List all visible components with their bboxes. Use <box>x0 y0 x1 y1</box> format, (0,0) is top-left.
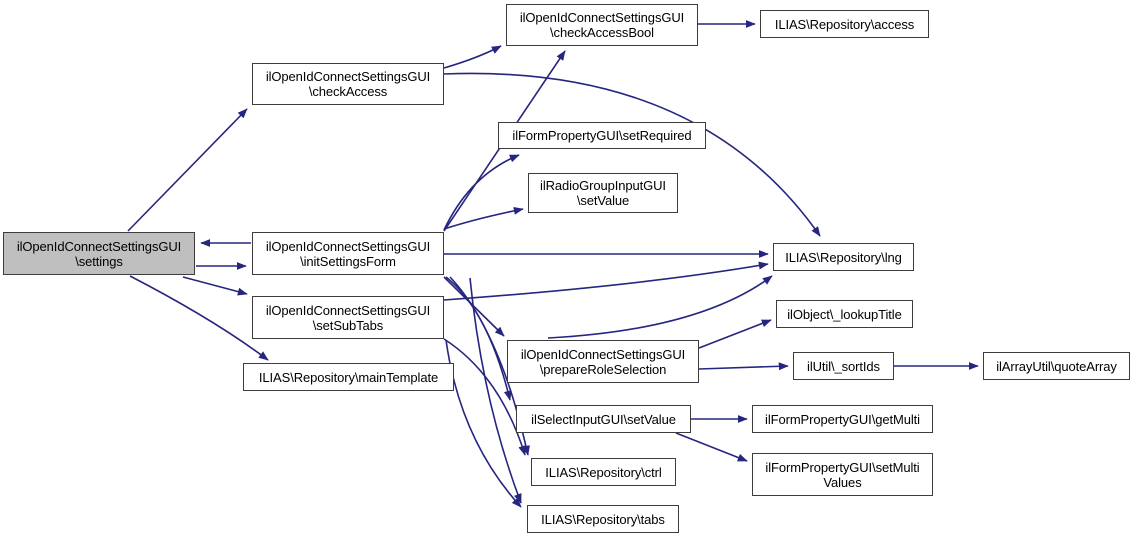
edge-prepareRoleSelection-to-sortIds <box>698 362 789 371</box>
node-access[interactable]: ILIAS\Repository\access <box>760 10 929 38</box>
node-check-access[interactable]: ilOpenIdConnectSettingsGUI \checkAccess <box>252 63 444 105</box>
node-label: ilSelectInputGUI\setValue <box>531 411 676 427</box>
edge-checkAccess-to-checkAccessBool <box>443 45 502 69</box>
node-label: ilFormPropertyGUI\getMulti <box>765 411 920 427</box>
edge-prepareRoleSelection-to-lng <box>547 275 773 339</box>
node-set-required[interactable]: ilFormPropertyGUI\setRequired <box>498 122 706 149</box>
node-label: ilOpenIdConnectSettingsGUI \settings <box>16 238 182 269</box>
edge-prepareRoleSelection-to-lookupTitle <box>698 319 772 349</box>
node-sort-ids[interactable]: ilUtil\_sortIds <box>793 352 894 380</box>
node-label: ILIAS\Repository\lng <box>785 249 902 265</box>
edge-initSettingsForm-to-radioSetValue <box>443 206 524 230</box>
node-label: ILIAS\Repository\mainTemplate <box>258 369 439 385</box>
node-label: ilFormPropertyGUI\setMulti Values <box>765 459 920 490</box>
node-select-input-set-value[interactable]: ilSelectInputGUI\setValue <box>516 405 691 433</box>
node-label: ILIAS\Repository\ctrl <box>545 464 662 480</box>
node-label: ilOpenIdConnectSettingsGUI \initSettings… <box>265 238 431 269</box>
edge-settings-to-checkAccess <box>127 108 248 232</box>
node-check-access-bool[interactable]: ilOpenIdConnectSettingsGUI \checkAccessB… <box>506 4 698 46</box>
node-init-settings-form[interactable]: ilOpenIdConnectSettingsGUI \initSettings… <box>252 232 444 275</box>
node-label: ilRadioGroupInputGUI \setValue <box>540 178 666 208</box>
node-label: ilObject\_lookupTitle <box>787 306 902 322</box>
node-radio-group-set-value[interactable]: ilRadioGroupInputGUI \setValue <box>528 173 678 213</box>
node-set-sub-tabs[interactable]: ilOpenIdConnectSettingsGUI \setSubTabs <box>252 296 444 339</box>
edge-settings-to-setSubTabs <box>182 276 248 296</box>
node-label: ilFormPropertyGUI\setRequired <box>512 128 692 143</box>
node-lookup-title[interactable]: ilObject\_lookupTitle <box>776 300 913 328</box>
edge-initSettingsForm-to-tabs <box>469 277 522 504</box>
node-label: ilArrayUtil\quoteArray <box>996 358 1117 374</box>
edge-settings-to-mainTemplate <box>129 275 269 361</box>
node-main-template[interactable]: ILIAS\Repository\mainTemplate <box>243 363 454 391</box>
edge-initSettingsForm-to-setRequired <box>443 154 520 231</box>
node-label: ilOpenIdConnectSettingsGUI \checkAccessB… <box>519 10 685 40</box>
edge-setSubTabs-to-lng <box>443 261 769 301</box>
node-prepare-role-selection[interactable]: ilOpenIdConnectSettingsGUI \prepareRoleS… <box>507 340 699 383</box>
node-label: ilOpenIdConnectSettingsGUI \setSubTabs <box>265 302 431 333</box>
node-lng[interactable]: ILIAS\Repository\lng <box>773 243 914 271</box>
node-tabs[interactable]: ILIAS\Repository\tabs <box>527 505 679 533</box>
node-quote-array[interactable]: ilArrayUtil\quoteArray <box>983 352 1130 380</box>
node-label: ilOpenIdConnectSettingsGUI \prepareRoleS… <box>520 346 686 377</box>
node-settings[interactable]: ilOpenIdConnectSettingsGUI \settings <box>3 232 195 275</box>
edge-selectSetValue-to-setMultiValues <box>675 432 748 462</box>
edge-initSettingsForm-to-prepareRoleSelection <box>443 276 505 337</box>
node-ctrl[interactable]: ILIAS\Repository\ctrl <box>531 458 676 486</box>
node-label: ilOpenIdConnectSettingsGUI \checkAccess <box>265 69 431 99</box>
edge-initSettingsForm-to-selectSetValue <box>445 276 512 401</box>
node-set-multi-values[interactable]: ilFormPropertyGUI\setMulti Values <box>752 453 933 496</box>
node-label: ilUtil\_sortIds <box>807 358 880 374</box>
node-label: ILIAS\Repository\access <box>774 16 915 32</box>
node-get-multi[interactable]: ilFormPropertyGUI\getMulti <box>752 405 933 433</box>
node-label: ILIAS\Repository\tabs <box>541 511 665 527</box>
